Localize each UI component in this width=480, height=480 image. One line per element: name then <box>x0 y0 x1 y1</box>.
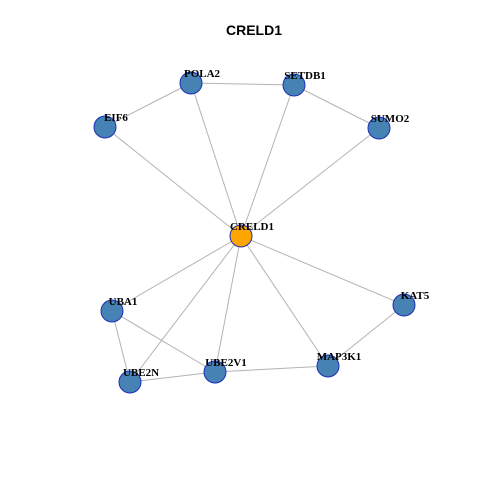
node-setdb1: SETDB1 <box>282 70 326 97</box>
node-creld1: CRELD1 <box>229 221 274 248</box>
edge-setdb1-creld1 <box>240 84 295 237</box>
edge-creld1-uba1 <box>111 235 242 312</box>
node-label-map3k1: MAP3K1 <box>317 351 362 363</box>
edge-uba1-ube2v1 <box>111 310 216 373</box>
edge-creld1-ube2n <box>129 235 242 383</box>
node-label-ube2n: UBE2N <box>123 367 159 379</box>
edge-ube2n-ube2v1 <box>129 371 216 383</box>
node-circle-ube2v1 <box>203 360 227 384</box>
edges-layer <box>104 82 405 383</box>
node-circle-sumo2 <box>367 116 391 140</box>
node-label-creld1: CRELD1 <box>230 221 274 233</box>
node-label-kat5: KAT5 <box>401 290 430 302</box>
edge-pola2-setdb1 <box>190 82 295 86</box>
edge-pola2-creld1 <box>190 82 242 237</box>
node-circle-setdb1 <box>282 73 306 97</box>
graph-title: CRELD1 <box>226 22 282 38</box>
node-label-ube2v1: UBE2V1 <box>205 357 247 369</box>
node-ube2v1: UBE2V1 <box>203 357 247 384</box>
node-circle-kat5 <box>392 293 416 317</box>
node-circle-ube2n <box>118 370 142 394</box>
node-eif6: EIF6 <box>93 112 128 139</box>
edge-creld1-map3k1 <box>240 235 329 367</box>
node-circle-eif6 <box>93 115 117 139</box>
node-pola2: POLA2 <box>179 68 221 95</box>
node-label-uba1: UBA1 <box>109 296 138 308</box>
edge-setdb1-sumo2 <box>293 84 380 129</box>
node-label-pola2: POLA2 <box>184 68 221 80</box>
node-circle-pola2 <box>179 71 203 95</box>
node-circle-uba1 <box>100 299 124 323</box>
node-uba1: UBA1 <box>100 296 138 323</box>
node-circle-creld1 <box>229 224 253 248</box>
edge-ube2v1-map3k1 <box>214 365 329 373</box>
edge-eif6-creld1 <box>104 126 242 237</box>
edge-pola2-eif6 <box>104 82 192 128</box>
edge-uba1-ube2n <box>111 310 131 383</box>
node-circle-map3k1 <box>316 354 340 378</box>
edge-creld1-ube2v1 <box>214 235 242 373</box>
edge-map3k1-kat5 <box>327 304 405 367</box>
node-label-setdb1: SETDB1 <box>284 70 326 82</box>
edge-sumo2-creld1 <box>240 127 380 237</box>
node-sumo2: SUMO2 <box>367 113 410 140</box>
edge-creld1-kat5 <box>240 235 405 306</box>
node-map3k1: MAP3K1 <box>316 351 362 378</box>
node-label-eif6: EIF6 <box>104 112 128 124</box>
node-ube2n: UBE2N <box>118 367 159 394</box>
node-label-sumo2: SUMO2 <box>371 113 410 125</box>
node-kat5: KAT5 <box>392 290 430 317</box>
